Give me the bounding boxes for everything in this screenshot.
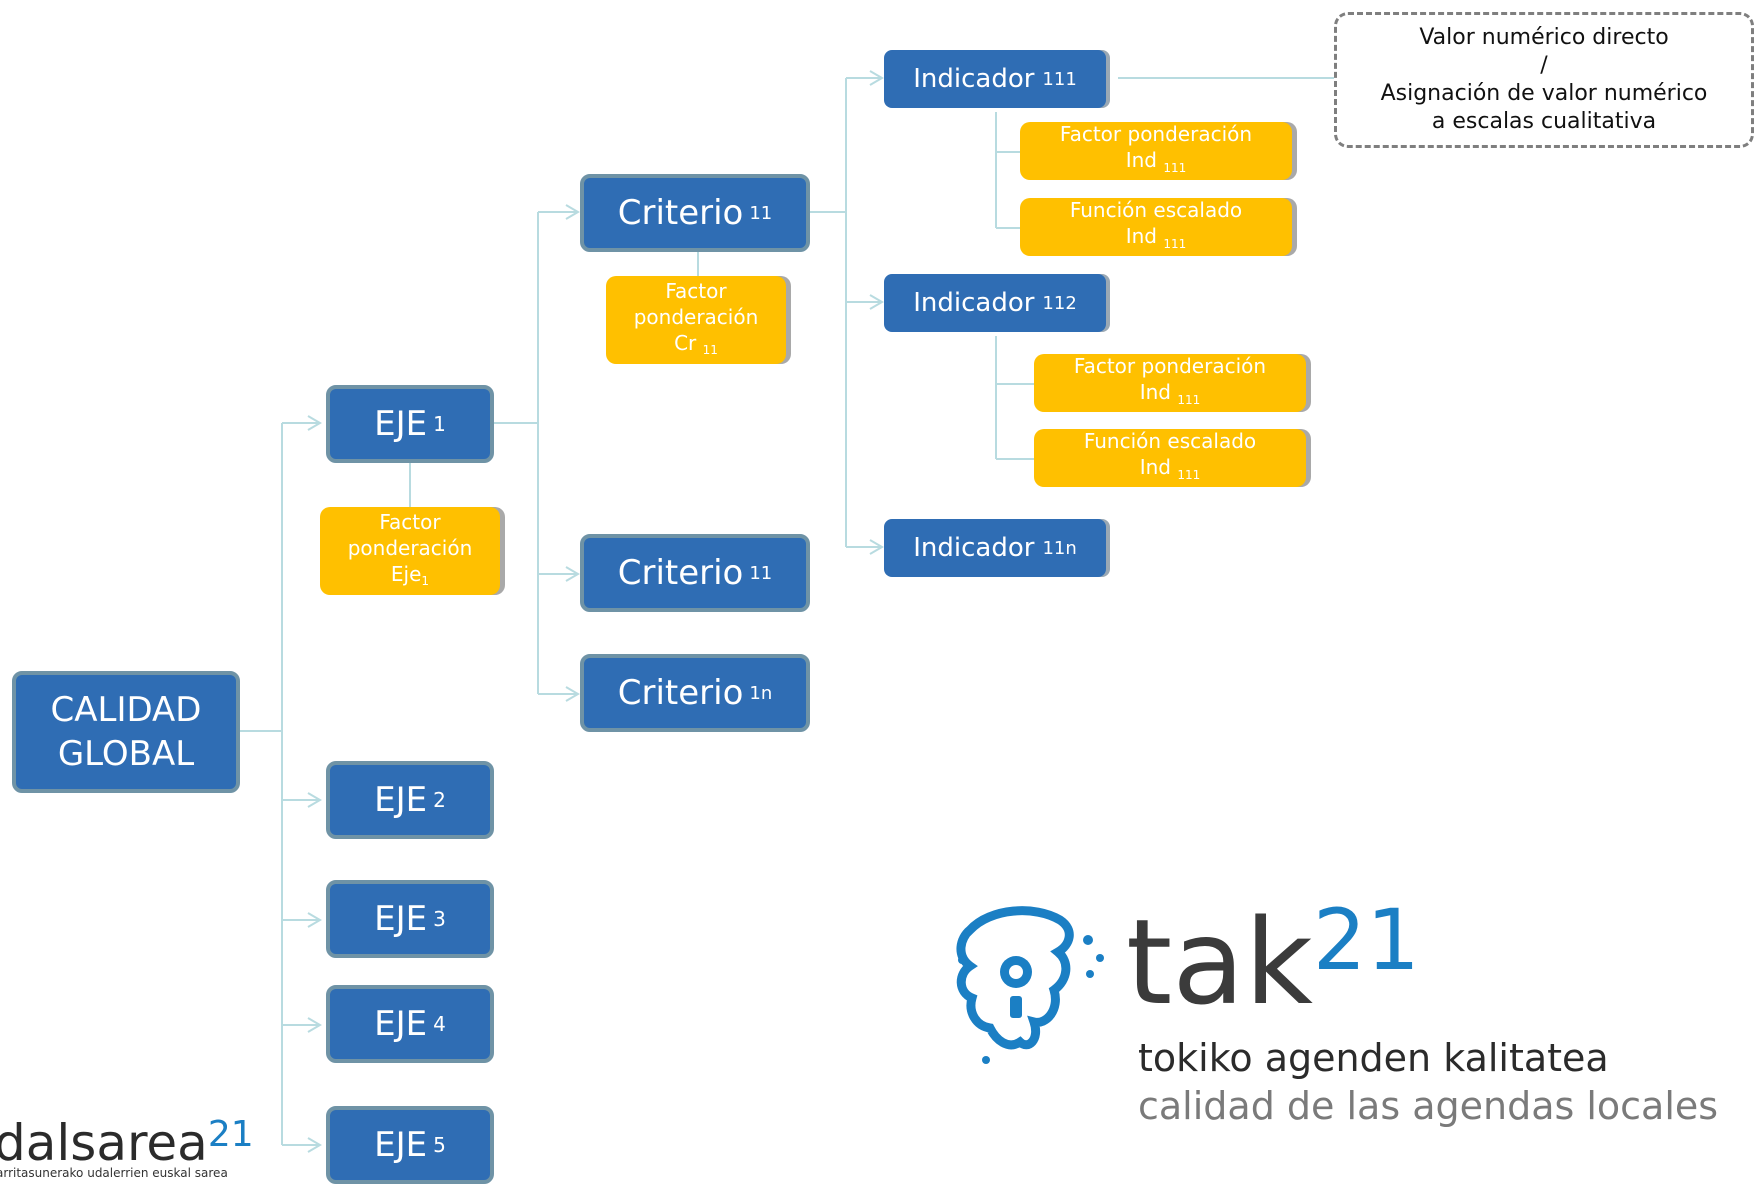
ind-box-line2: Ind <box>1139 380 1171 404</box>
criterio-sub: 11 <box>749 202 773 224</box>
udalsarea21-wordmark: dalsarea21 <box>0 1108 254 1170</box>
eje-sub: 5 <box>433 1133 446 1157</box>
valor-numerico-box: Valor numérico directo / Asignación de v… <box>1334 12 1754 148</box>
ind-box-sub: 111 <box>1163 161 1187 175</box>
ind-box-line2: Ind <box>1125 224 1157 248</box>
indicador-label: Indicador <box>913 533 1035 563</box>
factor-line1: Factor <box>379 509 441 534</box>
eje-sub: 2 <box>433 788 446 812</box>
factor-line1: Factor <box>665 278 727 303</box>
eje-label: EJE <box>374 899 428 939</box>
eje-sub: 1 <box>433 412 446 436</box>
criterio-label: Criterio <box>617 673 744 713</box>
factor-sub: 1 <box>421 573 430 588</box>
eje-label: EJE <box>374 404 428 444</box>
eje-label: EJE <box>374 1125 428 1165</box>
indicador-111-node: Indicador 111 <box>884 50 1106 108</box>
indicador-112-node: Indicador 112 <box>884 274 1106 332</box>
criterio-label: Criterio <box>617 553 744 593</box>
tak21-wordmark: tak21 <box>1126 880 1420 1022</box>
tak21-brand-b: 21 <box>1312 891 1420 989</box>
factor-ponderacion-ind-112-box: Factor ponderación Ind 111 <box>1034 354 1306 412</box>
factor-sub: 11 <box>702 342 718 357</box>
ind-box-sub: 111 <box>1177 468 1201 482</box>
udalsarea21-tagline: arritasunerako udalerrien euskal sarea <box>0 1166 228 1180</box>
calidad-global-node: CALIDAD GLOBAL <box>12 671 240 793</box>
tak21-tagline-eu: tokiko agenden kalitatea <box>1138 1036 1609 1080</box>
ind-box-line1: Factor ponderación <box>1059 122 1253 146</box>
ind-box-line1: Función escalado <box>1083 429 1257 453</box>
factor-ponderacion-ind-111-box: Factor ponderación Ind 111 <box>1020 122 1292 180</box>
factor-line2: ponderación <box>633 304 759 329</box>
root-line1: CALIDAD <box>50 690 202 730</box>
indicador-label: Indicador <box>913 288 1035 318</box>
indicador-11n-node: Indicador 11n <box>884 519 1106 577</box>
factor-ponderacion-criterio-box: Factor ponderación Cr 11 <box>606 276 786 364</box>
ind-box-line1: Función escalado <box>1069 198 1243 222</box>
factor-line2: ponderación <box>347 535 473 560</box>
eje-sub: 4 <box>433 1012 446 1036</box>
criterio-sub: 1n <box>749 682 773 704</box>
tak21-brand-a: tak <box>1126 893 1313 1031</box>
udalsarea-brand-b: 21 <box>207 1114 254 1155</box>
indicador-label: Indicador <box>913 64 1035 94</box>
value-line3: Asignación de valor numérico <box>1380 81 1708 106</box>
udalsarea-brand-a: dalsarea <box>0 1114 208 1172</box>
eje-sub: 3 <box>433 907 446 931</box>
value-line4: a escalas cualitativa <box>1431 109 1657 134</box>
tak21-map-icon <box>956 906 1104 1064</box>
criterio-sub: 11 <box>749 562 773 584</box>
criterio-label: Criterio <box>617 193 744 233</box>
factor-ponderacion-eje-box: Factor ponderación Eje1 <box>320 507 500 595</box>
ind-box-sub: 111 <box>1177 393 1201 407</box>
factor-line3: Eje <box>390 561 422 586</box>
funcion-escalado-ind-112-box: Función escalado Ind 111 <box>1034 429 1306 487</box>
tak21-tagline-es: calidad de las agendas locales <box>1138 1084 1719 1128</box>
value-line2: / <box>1540 53 1548 78</box>
root-line2: GLOBAL <box>57 734 195 774</box>
ind-box-line1: Factor ponderación <box>1073 354 1267 378</box>
eje-label: EJE <box>374 780 428 820</box>
indicador-sub: 111 <box>1042 68 1077 90</box>
ind-box-line2: Ind <box>1125 148 1157 172</box>
indicador-sub: 112 <box>1042 292 1077 314</box>
funcion-escalado-ind-111-box: Función escalado Ind 111 <box>1020 198 1292 256</box>
ind-box-line2: Ind <box>1139 455 1171 479</box>
ind-box-sub: 111 <box>1163 237 1187 251</box>
indicador-sub: 11n <box>1042 537 1077 559</box>
eje-label: EJE <box>374 1004 428 1044</box>
factor-line3: Cr <box>674 330 697 355</box>
value-line1: Valor numérico directo <box>1419 25 1669 50</box>
